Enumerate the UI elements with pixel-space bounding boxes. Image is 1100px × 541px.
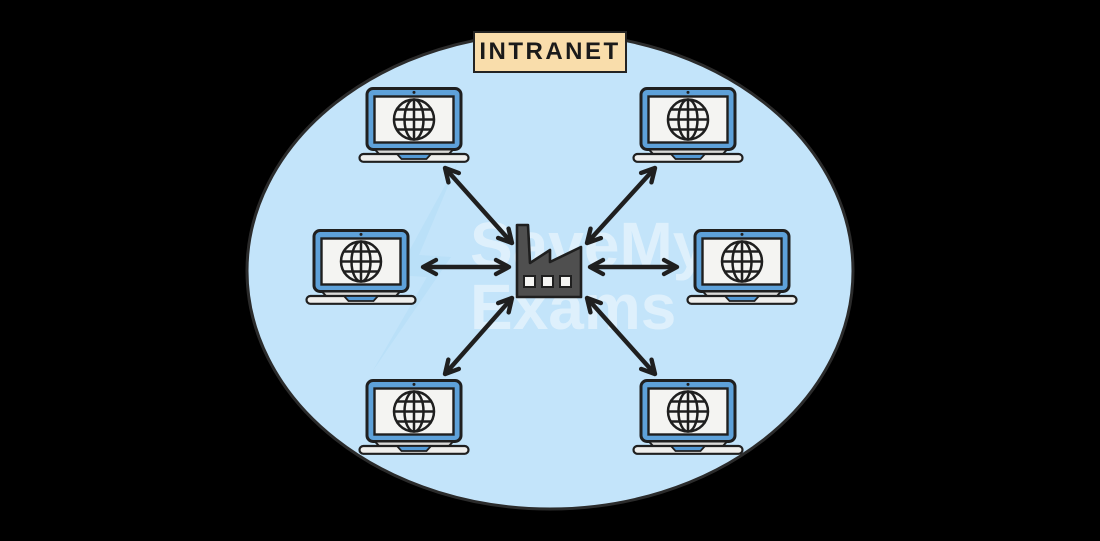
laptop-left: [305, 229, 417, 306]
intranet-label-text: INTRANET: [479, 38, 621, 65]
laptop-top-left: [358, 87, 470, 164]
laptop-top-right: [632, 87, 744, 164]
connection-arrow-laptop-top-right: [584, 165, 658, 246]
connection-arrow-laptop-bottom-left: [442, 295, 515, 377]
intranet-label: INTRANET: [473, 31, 627, 73]
factory-window: [541, 275, 554, 288]
laptop-bottom-right: [632, 379, 744, 456]
connection-arrow-laptop-top-left: [442, 165, 515, 246]
laptop-right: [686, 229, 798, 306]
watermark-bolt-icon: [372, 160, 459, 372]
connection-arrow-laptop-bottom-right: [584, 295, 658, 377]
connection-arrows: [420, 165, 680, 377]
factory-window: [523, 275, 536, 288]
factory-icon: [515, 223, 583, 299]
factory-window: [559, 275, 572, 288]
laptop-bottom-left: [358, 379, 470, 456]
